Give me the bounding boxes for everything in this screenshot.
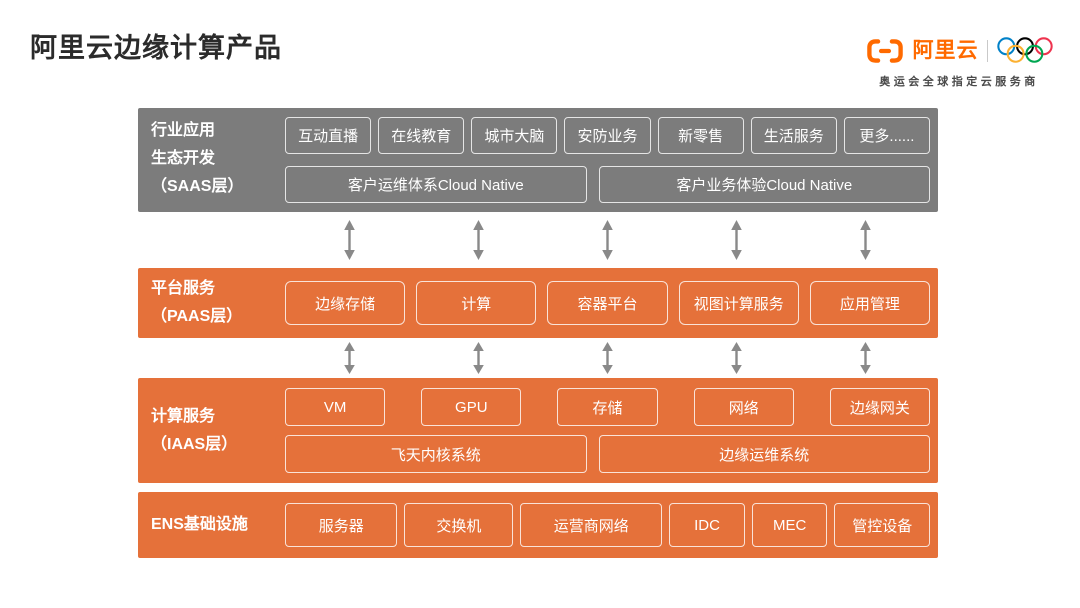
paas-service-box: 计算 bbox=[416, 281, 537, 325]
paas-label-line: （PAAS层） bbox=[151, 308, 243, 325]
paas-label-line: 平台服务 bbox=[151, 280, 216, 297]
ens-layer: ENS基础设施 服务器 交换机 运营商网络 IDC MEC 管控设备 bbox=[138, 492, 938, 558]
paas-services-row: 边缘存储 计算 容器平台 视图计算服务 应用管理 bbox=[285, 268, 938, 338]
ens-items-row: 服务器 交换机 运营商网络 IDC MEC 管控设备 bbox=[285, 492, 938, 558]
saas-layer-label: 行业应用 生态开发 （SAAS层） bbox=[138, 108, 285, 212]
brand-name: 阿里云 bbox=[912, 39, 979, 62]
paas-service-box: 边缘存储 bbox=[285, 281, 406, 325]
double-arrow-icon bbox=[860, 342, 871, 374]
double-arrow-icon bbox=[602, 220, 613, 260]
ens-item-box: IDC bbox=[669, 503, 745, 547]
double-arrow-icon bbox=[602, 342, 613, 374]
saas-app-box: 安防业务 bbox=[564, 117, 651, 154]
saas-platforms-row: 客户运维体系Cloud Native 客户业务体验Cloud Native bbox=[285, 166, 930, 203]
iaas-resource-box: 网络 bbox=[693, 388, 794, 426]
ens-item-box: 交换机 bbox=[404, 503, 514, 547]
saas-app-box: 互动直播 bbox=[285, 117, 372, 154]
saas-platform-box: 客户运维体系Cloud Native bbox=[285, 166, 587, 203]
paas-service-box: 应用管理 bbox=[809, 281, 931, 325]
saas-app-box: 在线教育 bbox=[378, 117, 465, 154]
paas-service-box: 视图计算服务 bbox=[678, 281, 799, 325]
saas-apps-row: 互动直播 在线教育 城市大脑 安防业务 新零售 生活服务 更多...... bbox=[285, 117, 930, 154]
double-arrow-icon bbox=[860, 220, 871, 260]
double-arrow-icon bbox=[731, 342, 742, 374]
paas-service-box: 容器平台 bbox=[547, 281, 668, 325]
saas-app-box: 生活服务 bbox=[750, 117, 837, 154]
saas-platform-box: 客户业务体验Cloud Native bbox=[598, 166, 930, 203]
ens-item-box: MEC bbox=[751, 503, 828, 547]
double-arrow-icon bbox=[473, 220, 484, 260]
iaas-system-box: 飞天内核系统 bbox=[285, 435, 587, 473]
saas-paas-arrows bbox=[285, 212, 930, 268]
ens-item-box: 运营商网络 bbox=[520, 503, 663, 547]
olympic-rings-icon bbox=[996, 36, 1054, 65]
iaas-systems-row: 飞天内核系统 边缘运维系统 bbox=[285, 435, 930, 473]
double-arrow-icon bbox=[473, 342, 484, 374]
iaas-layer-label: 计算服务 （IAAS层） bbox=[138, 378, 285, 483]
iaas-system-box: 边缘运维系统 bbox=[598, 435, 930, 473]
saas-app-box: 更多...... bbox=[843, 117, 930, 154]
iaas-resource-box: 边缘网关 bbox=[829, 388, 931, 426]
iaas-resource-box: GPU bbox=[421, 388, 522, 426]
saas-label-line: （SAAS层） bbox=[151, 178, 244, 195]
paas-layer: 平台服务 （PAAS层） 边缘存储 计算 容器平台 视图计算服务 应用管理 bbox=[138, 268, 938, 338]
page-title: 阿里云边缘计算产品 bbox=[30, 33, 282, 63]
iaas-resources-row: VM GPU 存储 网络 边缘网关 bbox=[285, 388, 931, 426]
iaas-resource-box: VM bbox=[285, 388, 386, 426]
saas-layer: 行业应用 生态开发 （SAAS层） 互动直播 在线教育 城市大脑 安防业务 新零… bbox=[138, 108, 938, 212]
paas-layer-label: 平台服务 （PAAS层） bbox=[138, 268, 285, 338]
ens-label-line: ENS基础设施 bbox=[151, 516, 248, 533]
paas-iaas-arrows bbox=[285, 338, 930, 378]
saas-app-box: 城市大脑 bbox=[471, 117, 558, 154]
saas-label-line: 生态开发 bbox=[151, 150, 216, 167]
iaas-resource-box: 存储 bbox=[557, 388, 658, 426]
iaas-layer: 计算服务 （IAAS层） VM GPU 存储 网络 边缘网关 飞天内核系统 边缘… bbox=[138, 378, 938, 483]
ens-item-box: 服务器 bbox=[285, 503, 398, 547]
saas-label-line: 行业应用 bbox=[151, 122, 216, 139]
edge-computing-architecture-diagram: 行业应用 生态开发 （SAAS层） 互动直播 在线教育 城市大脑 安防业务 新零… bbox=[138, 0, 938, 608]
iaas-label-line: （IAAS层） bbox=[151, 435, 238, 453]
double-arrow-icon bbox=[731, 220, 742, 260]
iaas-label-line: 计算服务 bbox=[151, 407, 216, 425]
logo-tagline: 奥运会全球指定云服务商 bbox=[879, 76, 1039, 88]
logo-divider bbox=[986, 39, 988, 62]
ens-layer-label: ENS基础设施 bbox=[138, 492, 285, 558]
alibaba-cloud-bracket-icon bbox=[865, 38, 905, 64]
saas-app-box: 新零售 bbox=[657, 117, 744, 154]
alibaba-cloud-logo: 阿里云 奥运会全球指定云服务商 bbox=[864, 36, 1054, 89]
double-arrow-icon bbox=[344, 220, 355, 260]
ens-item-box: 管控设备 bbox=[834, 503, 930, 547]
double-arrow-icon bbox=[344, 342, 355, 374]
